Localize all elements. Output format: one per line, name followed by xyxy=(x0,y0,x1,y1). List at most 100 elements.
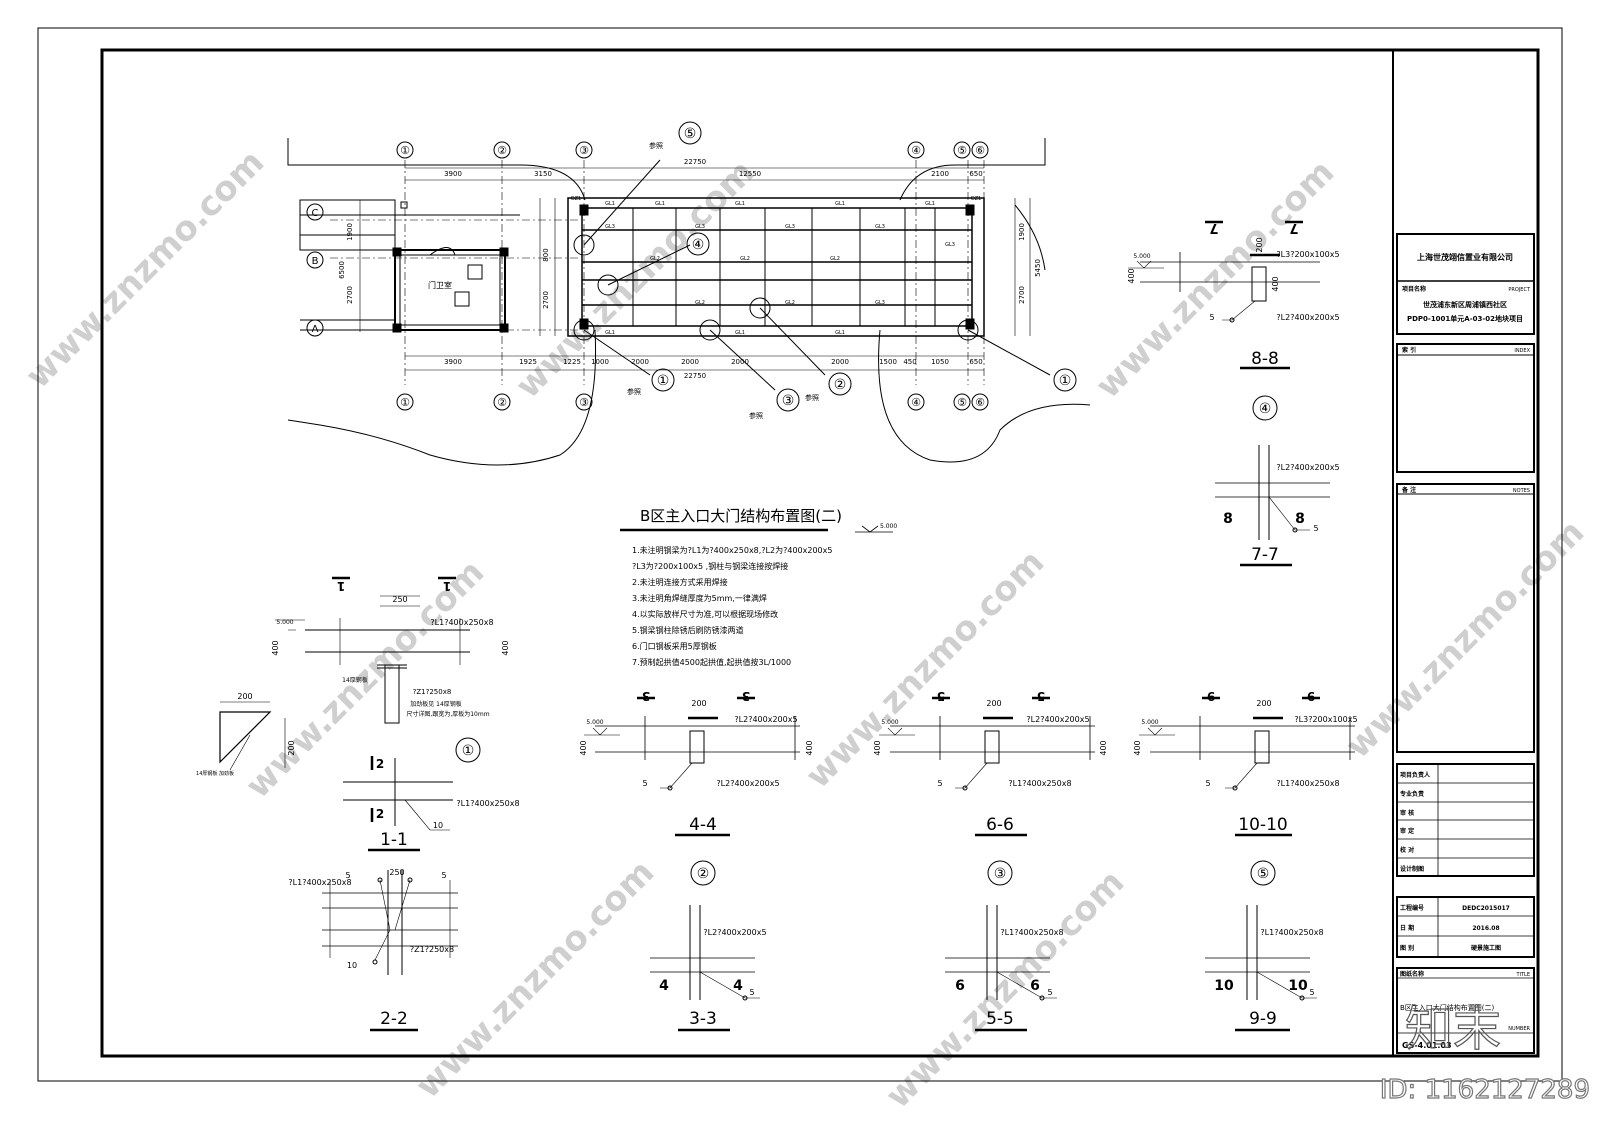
dim-text: 200 xyxy=(986,699,1001,708)
plan-labels: ① ② ③ ④ ⑤ ⑥ ① ② ③ ④ ⑤ ⑥ C B A ⑤ ④ ① ③ ② … xyxy=(312,126,1072,420)
dim-text: 22750 xyxy=(684,158,706,166)
beam-tag: GL1 xyxy=(735,330,745,336)
callout-number: ④ xyxy=(692,237,705,253)
weld-label: 5 xyxy=(1047,988,1052,997)
detail-title: 9-9 xyxy=(1249,1009,1277,1029)
dim-text: 3900 xyxy=(444,170,462,178)
watermark-text: www.znzmo.com xyxy=(18,142,272,396)
elevation-label: 5.000 xyxy=(881,719,898,726)
role-label: 校 对 xyxy=(1400,846,1414,854)
beam-label: ?L1?400x250x8 xyxy=(1008,779,1071,788)
beam-label: ?L3?200x100x5 xyxy=(1276,250,1339,259)
beam-tags: GL1 GL1 GL1 GL1 GL1 GL3 GL3 GL3 GL3 GL3 … xyxy=(571,196,981,336)
dim-text: 400 xyxy=(873,740,882,755)
grid-bubble: B xyxy=(312,256,319,267)
weld-label: 5 xyxy=(1313,524,1318,533)
dim-text: 1925 xyxy=(519,358,537,366)
grid-bubble: ③ xyxy=(579,396,589,409)
callout-number: ① xyxy=(657,373,670,389)
dim-text: 1900 xyxy=(346,223,354,241)
section-mark: 10 xyxy=(1288,978,1308,994)
col-label: ?Z1?250x8 xyxy=(410,945,454,954)
callout-number: ① xyxy=(462,743,475,759)
grid-bubble: ④ xyxy=(911,144,921,157)
structural-plan xyxy=(287,121,1091,466)
dim-text: 200 xyxy=(287,740,296,755)
callout-word: 参照 xyxy=(649,141,663,150)
section-mark: 6 xyxy=(955,978,965,994)
detail-title: 7-7 xyxy=(1251,545,1279,565)
brand-watermark: 知末 xyxy=(1405,1001,1501,1057)
tb-label: 项目名称 xyxy=(1402,285,1426,293)
plan-title-block: B区主入口大门结构布置图(二) 5.000 xyxy=(620,507,897,533)
detail-3-3 xyxy=(650,905,760,1032)
watermark-layer: www.znzmo.com www.znzmo.com www.znzmo.co… xyxy=(18,142,1592,1116)
section-mark: 2 xyxy=(376,807,384,821)
dim-text: 1050 xyxy=(931,358,949,366)
beam-tag: GL1 xyxy=(835,330,845,336)
dim-text: 450 xyxy=(903,358,916,366)
beam-label: ?L2?400x200x5 xyxy=(1276,463,1339,472)
watermark-text: www.znzmo.com xyxy=(408,852,662,1106)
detail-9-9 xyxy=(1205,905,1317,1032)
tb-label: 日 期 xyxy=(1400,924,1414,932)
beam-tag: GL1 xyxy=(605,330,615,336)
note-line: 3.未注明角焊缝厚度为5mm,一律满焊 xyxy=(632,593,767,603)
detail-2-2 xyxy=(322,870,458,1032)
dim-text: 2700 xyxy=(346,286,354,304)
dim-text: 2000 xyxy=(681,358,699,366)
weld-label: 5 xyxy=(642,779,647,788)
detail-title: 6-6 xyxy=(986,815,1014,835)
title-block-text: 上海世茂翊信置业有限公司 项目名称 PROJECT 世茂浦东新区周浦镇西社区 P… xyxy=(1400,252,1531,1050)
beam-tag: GL2 xyxy=(785,300,795,306)
role-label: 审 核 xyxy=(1400,809,1414,817)
role-label: 项目负责人 xyxy=(1400,771,1431,779)
dim-text: 1900 xyxy=(1018,223,1026,241)
title-block xyxy=(1392,50,1535,1056)
beam-label: ?L2?400x200x5 xyxy=(1026,715,1089,724)
beam-label: ?L1?400x250x8 xyxy=(1276,779,1339,788)
beam-tag: GL2 xyxy=(695,300,705,306)
grid-bubble: ④ xyxy=(911,396,921,409)
detail-title: 10-10 xyxy=(1238,815,1287,835)
note-line: 6.门口钢板采用5厚钢板 xyxy=(632,641,717,651)
section-mark: 5 xyxy=(937,689,945,703)
callout-number: ① xyxy=(1059,373,1072,389)
beam-tag: GL3 xyxy=(875,224,885,230)
dim-text: 3900 xyxy=(444,358,462,366)
outer-border xyxy=(37,27,1563,1082)
callout-word: 参照 xyxy=(805,393,819,402)
dim-text: 200 xyxy=(691,699,706,708)
dim-text: 2000 xyxy=(731,358,749,366)
section-mark: 4 xyxy=(733,978,743,994)
date-value: 2016.08 xyxy=(1472,925,1499,932)
dim-text: 400 xyxy=(579,740,588,755)
weld-label: 5 xyxy=(749,988,754,997)
section-mark: 7 xyxy=(1209,220,1218,235)
grid-bubble: ⑥ xyxy=(975,144,985,157)
dim-text: 250 xyxy=(389,868,404,877)
tb-label: 索 引 xyxy=(1402,346,1416,354)
dim-text: 200 xyxy=(1255,237,1264,252)
dim-text: 2000 xyxy=(631,358,649,366)
beam-tag: GL1 xyxy=(655,201,665,207)
dim-text: 1000 xyxy=(591,358,609,366)
section-mark: 9 xyxy=(1207,689,1215,703)
grid-bubble: ⑤ xyxy=(957,396,967,409)
beam-tag: GL3 xyxy=(785,224,795,230)
tb-label-en: INDEX xyxy=(1514,348,1530,354)
tb-label: 工程编号 xyxy=(1400,904,1424,912)
section-mark: 10 xyxy=(1214,978,1234,994)
tb-label-en: PROJECT xyxy=(1508,287,1531,293)
watermark-text: www.znzmo.com xyxy=(878,862,1132,1116)
beam-label: ?L1?400x250x8 xyxy=(430,618,493,627)
section-mark: 8 xyxy=(1223,511,1233,527)
elevation-label: 5.000 xyxy=(880,523,897,530)
section-mark: 5 xyxy=(1037,689,1045,703)
project-name: 世茂浦东新区周浦镇西社区 xyxy=(1423,300,1507,309)
note-line: 5.钢梁钢柱除锈后刷防锈漆两道 xyxy=(632,625,744,635)
dim-text: 2000 xyxy=(831,358,849,366)
detail-3-3-labels: ?L2?400x200x5 4 4 5 3-3 xyxy=(659,928,766,1029)
dim-text: 650 xyxy=(969,170,982,178)
sheet-title: B区主入口大门结构布置图(二) xyxy=(1400,1003,1495,1012)
